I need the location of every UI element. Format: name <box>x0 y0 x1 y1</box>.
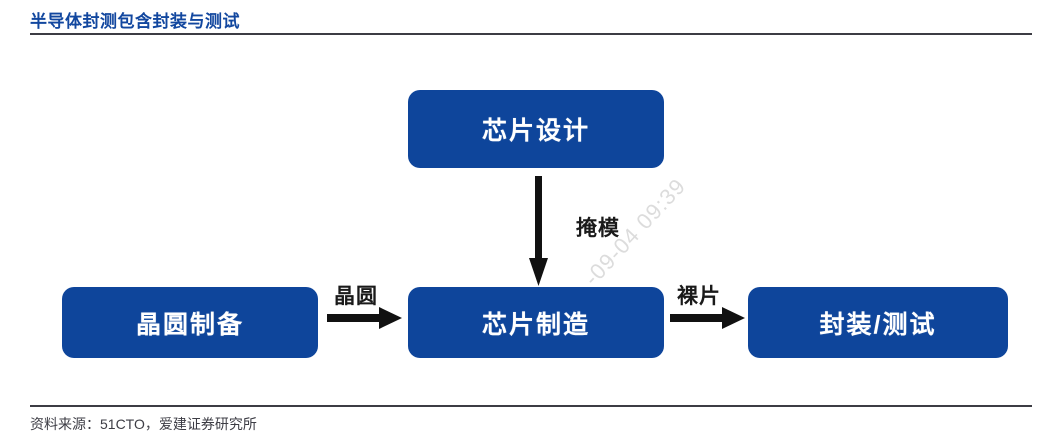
source-note: 资料来源：51CTO，爱建证券研究所 <box>30 416 257 432</box>
node-chip-manufacturing[interactable]: 芯片制造 <box>408 287 664 358</box>
diagram-canvas: -09-04 09:39 芯片设计 晶圆制备 芯片制造 封装/测试 <box>0 40 1055 402</box>
node-label: 芯片制造 <box>481 310 590 339</box>
node-label: 芯片设计 <box>481 117 590 145</box>
arrow-right-icon <box>327 307 402 329</box>
page-title: 半导体封测包含封装与测试 <box>30 12 240 31</box>
node-packaging-testing[interactable]: 封装/测试 <box>748 287 1008 358</box>
arrow-right-icon <box>670 307 745 329</box>
edge-label-mask: 掩模 <box>576 217 620 240</box>
edge-label-die: 裸片 <box>677 285 721 308</box>
node-label: 封装/测试 <box>819 310 937 339</box>
node-chip-design[interactable]: 芯片设计 <box>408 90 664 168</box>
footer-divider <box>30 405 1032 407</box>
title-divider <box>30 33 1032 35</box>
node-label: 晶圆制备 <box>135 310 244 339</box>
edge-label-wafer: 晶圆 <box>334 285 378 308</box>
node-wafer-preparation[interactable]: 晶圆制备 <box>62 287 318 358</box>
arrow-down-icon <box>529 176 548 286</box>
